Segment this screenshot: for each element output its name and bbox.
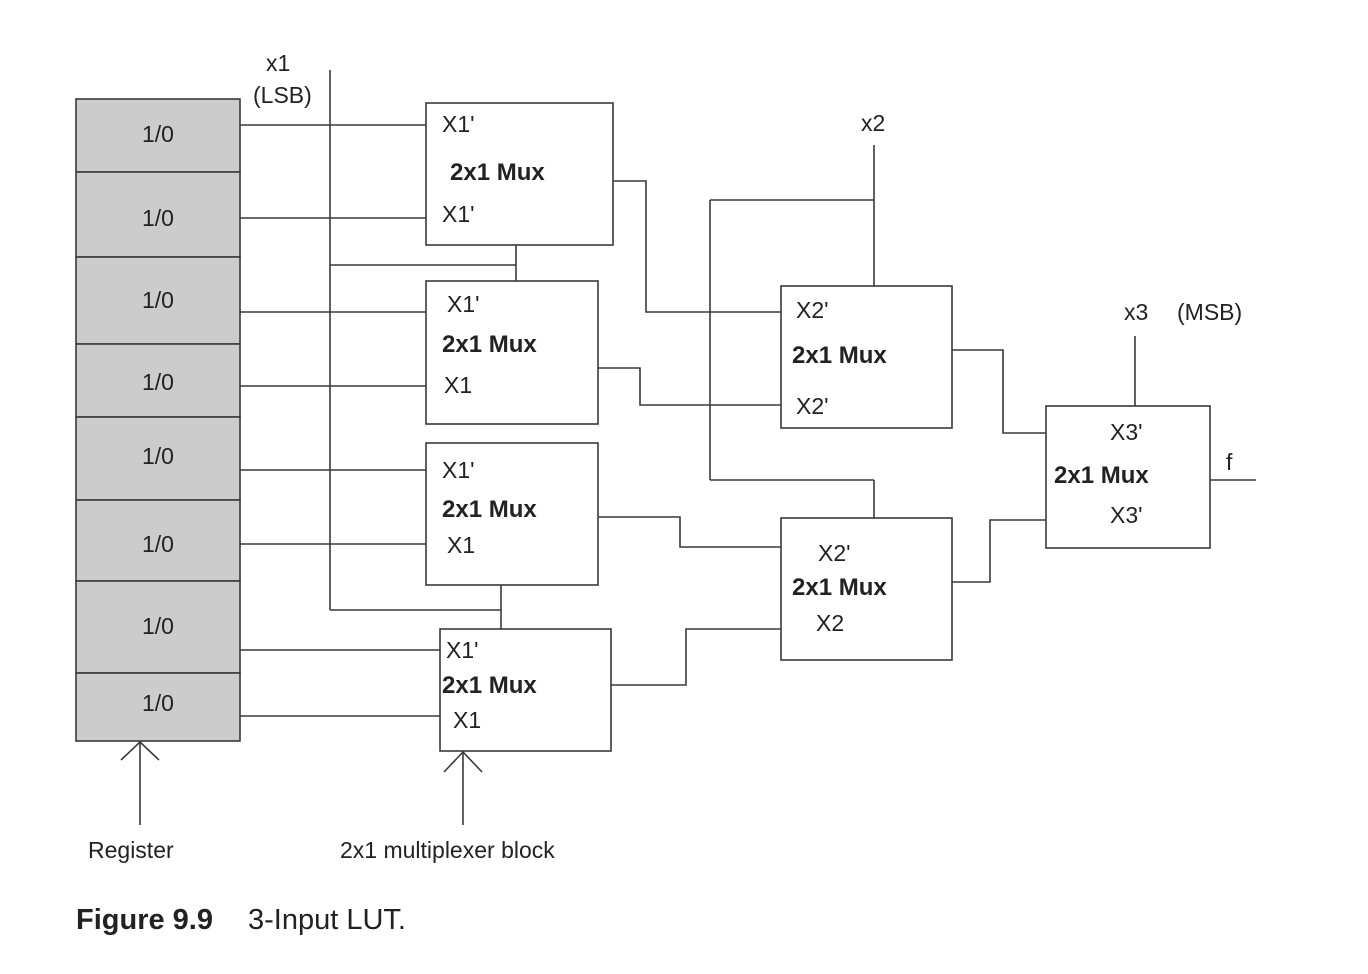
mux-title: 2x1 Mux	[1054, 462, 1149, 489]
mux-block-label: 2x1 multiplexer block	[340, 837, 555, 863]
register-cell-1	[75, 98, 241, 173]
register-cell-3	[75, 256, 241, 345]
register-wires	[240, 124, 440, 717]
register-cell-7-value: 1/0	[142, 613, 174, 639]
mux-input-label: X1'	[442, 457, 475, 483]
output-f-label: f	[1226, 449, 1233, 475]
x1-label: x1	[266, 50, 290, 76]
register-cell-6-value: 1/0	[142, 531, 174, 557]
register: 1/0 1/0 1/0 1/0 1/0 1/0 1/0 1/0	[75, 98, 241, 742]
register-cell-8	[75, 672, 241, 742]
mux-input-label: X1'	[442, 201, 475, 227]
mux-stage1-3: X1' 2x1 Mux X1	[425, 442, 599, 586]
register-cell-1-value: 1/0	[142, 121, 174, 147]
mux-input-label: X1'	[446, 637, 479, 663]
figure-number: Figure 9.9	[76, 904, 213, 936]
x2-label: x2	[861, 110, 885, 136]
x3-msb-label: (MSB)	[1177, 299, 1242, 325]
stage2-output-wires	[952, 349, 1046, 583]
register-cell-3-value: 1/0	[142, 287, 174, 313]
register-cell-6	[75, 499, 241, 582]
mux-input-label: X1	[444, 372, 472, 398]
mux-input-label: X2'	[796, 297, 829, 323]
mux-stage2-2: X2' 2x1 Mux X2	[780, 517, 953, 661]
mux-block-pointer-arrow	[443, 750, 483, 825]
mux-input-label: X1'	[442, 111, 475, 137]
mux-stage1-2: X1' 2x1 Mux X1	[425, 280, 599, 425]
x3-label: x3	[1124, 299, 1148, 325]
register-cell-2	[75, 171, 241, 258]
register-cell-4	[75, 343, 241, 418]
mux-input-label: X3'	[1110, 419, 1143, 445]
register-cell-8-value: 1/0	[142, 690, 174, 716]
x1-lsb-label: (LSB)	[253, 82, 312, 108]
x2-select-bus	[709, 145, 875, 518]
x1-select-bus	[329, 70, 517, 629]
mux-input-label: X1'	[447, 291, 480, 317]
mux-input-label: X1	[447, 532, 475, 558]
mux-input-label: X3'	[1110, 502, 1143, 528]
register-cell-4-value: 1/0	[142, 369, 174, 395]
stage1-output-wires	[598, 180, 781, 686]
mux-input-label: X2'	[796, 393, 829, 419]
mux-stage1-1: X1' 2x1 Mux X1'	[425, 102, 614, 246]
mux-input-label: X2'	[818, 540, 851, 566]
mux-input-label: X1	[453, 707, 481, 733]
mux-title: 2x1 Mux	[442, 672, 537, 699]
register-label: Register	[88, 837, 174, 863]
mux-input-label: X2	[816, 610, 844, 636]
mux-stage3: X3' 2x1 Mux X3'	[1045, 405, 1211, 549]
mux-title: 2x1 Mux	[442, 331, 537, 358]
register-cell-2-value: 1/0	[142, 205, 174, 231]
mux-title: 2x1 Mux	[792, 574, 887, 601]
mux-stage2-1: X2' 2x1 Mux X2'	[780, 285, 953, 429]
register-cell-5-value: 1/0	[142, 443, 174, 469]
mux-stage1-4: X1' 2x1 Mux X1	[439, 628, 612, 752]
mux-title: 2x1 Mux	[450, 159, 545, 186]
mux-title: 2x1 Mux	[792, 342, 887, 369]
mux-title: 2x1 Mux	[442, 496, 537, 523]
register-pointer-arrow	[120, 740, 160, 825]
figure-caption: 3-Input LUT.	[248, 904, 406, 936]
